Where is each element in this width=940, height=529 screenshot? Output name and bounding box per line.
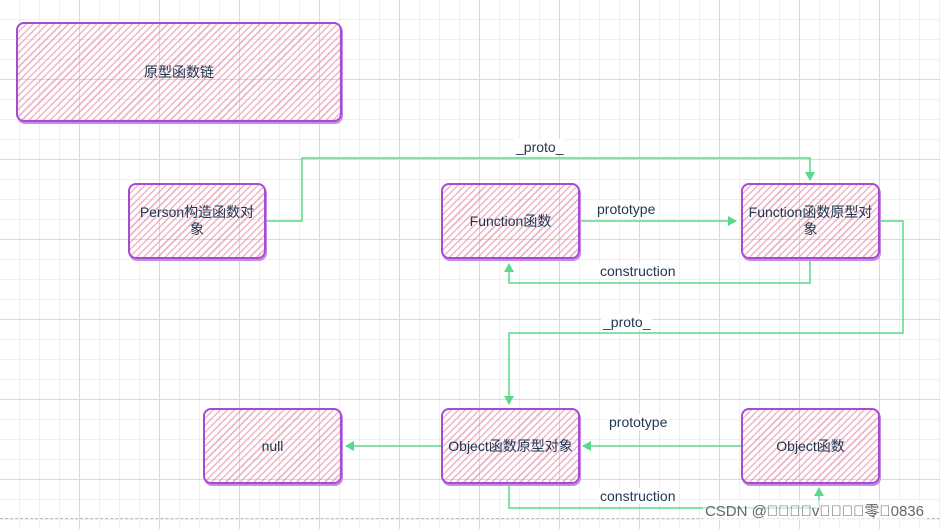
page-break-line bbox=[0, 518, 940, 519]
edge-label-prototype-top: prototype bbox=[595, 201, 658, 217]
node-function-prototype-object[interactable]: Function函数原型对象 bbox=[741, 183, 880, 259]
node-null-label: null bbox=[261, 437, 284, 454]
node-function[interactable]: Function函数 bbox=[441, 183, 580, 259]
title-node[interactable]: 原型函数链 bbox=[16, 22, 342, 122]
arrow-fnproto-objproto bbox=[504, 220, 904, 405]
node-null[interactable]: null bbox=[203, 408, 342, 484]
watermark-text: CSDN @    v    零 0836 bbox=[702, 500, 926, 521]
node-object-proto-label: Object函数原型对象 bbox=[448, 437, 573, 454]
title-text: 原型函数链 bbox=[144, 63, 214, 80]
edge-label-proto-mid: _proto_ bbox=[601, 314, 653, 330]
node-object-prototype-object[interactable]: Object函数原型对象 bbox=[441, 408, 580, 484]
edge-label-construction-bottom: construction bbox=[598, 488, 678, 504]
arrow-person-proto bbox=[266, 157, 815, 222]
edge-label-construction-top: construction bbox=[598, 263, 678, 279]
node-object[interactable]: Object函数 bbox=[741, 408, 880, 484]
edge-label-prototype-bottom: prototype bbox=[607, 414, 670, 430]
node-person-label: Person构造函数对象 bbox=[139, 204, 255, 237]
node-object-label: Object函数 bbox=[776, 437, 845, 454]
node-function-label: Function函数 bbox=[469, 212, 552, 229]
node-function-proto-label: Function函数原型对象 bbox=[748, 204, 873, 237]
node-person-constructor[interactable]: Person构造函数对象 bbox=[128, 183, 266, 259]
edge-label-proto-top: _proto_ bbox=[514, 139, 566, 155]
arrow-function-construction bbox=[504, 260, 811, 284]
arrow-object-construction bbox=[508, 485, 824, 509]
